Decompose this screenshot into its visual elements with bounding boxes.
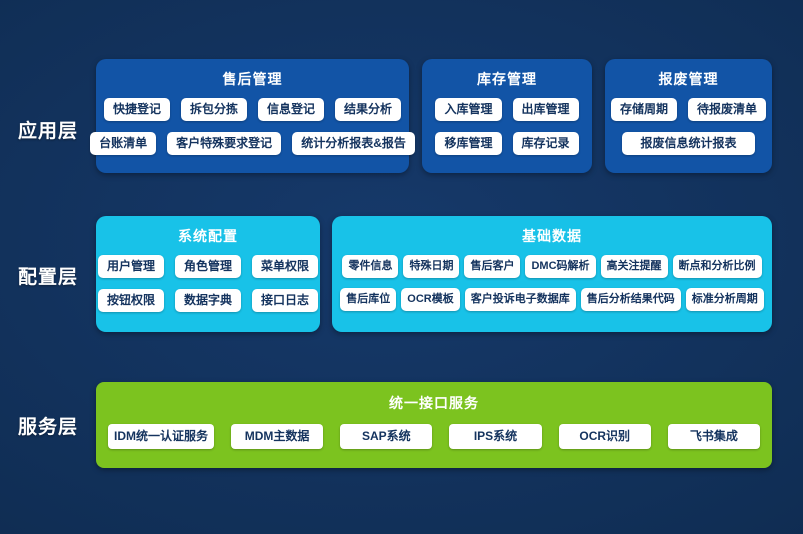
- chip-row: 入库管理 出库管理: [432, 98, 582, 121]
- chip-row: 存储周期 待报废清单: [610, 98, 767, 121]
- module-chip: IDM统一认证服务: [108, 424, 214, 449]
- module-chip: MDM主数据: [231, 424, 324, 449]
- module-chip: 按钮权限: [97, 289, 164, 312]
- module-chip: DMC码解析: [525, 255, 596, 278]
- panel-system-configuration: 系统配置 用户管理 角色管理 菜单权限 按钮权限 数据字典 接口日志: [96, 216, 320, 332]
- chip-row: IDM统一认证服务 MDM主数据 SAP系统 IPS系统 OCR识别 飞书集成: [108, 424, 761, 449]
- layer-label-configuration: 配置层: [17, 267, 78, 288]
- panel-title: 报废管理: [658, 71, 719, 87]
- module-chip: 特殊日期: [403, 255, 460, 278]
- service-layer-row: 统一接口服务 IDM统一认证服务 MDM主数据 SAP系统 IPS系统 OCR识…: [96, 382, 772, 468]
- module-chip: 飞书集成: [667, 424, 761, 449]
- chip-row: 台账清单 客户特殊要求登记 统计分析报表&报告: [90, 132, 415, 155]
- chip-row: 用户管理 角色管理 菜单权限: [97, 255, 319, 278]
- layer-label-application: 应用层: [17, 121, 78, 142]
- module-chip: 菜单权限: [252, 255, 319, 278]
- module-chip: 接口日志: [252, 289, 319, 312]
- module-chip: 断点和分析比例: [672, 255, 762, 278]
- module-chip: 售后客户: [464, 255, 521, 278]
- module-chip: 信息登记: [258, 98, 325, 121]
- module-chip: 出库管理: [512, 98, 579, 121]
- chip-row: 报废信息统计报表: [615, 132, 762, 155]
- module-chip: 零件信息: [342, 255, 399, 278]
- panel-scrap-management: 报废管理 存储周期 待报废清单 报废信息统计报表: [605, 59, 772, 173]
- chip-row: 移库管理 库存记录: [432, 132, 582, 155]
- panel-unified-interface-service: 统一接口服务 IDM统一认证服务 MDM主数据 SAP系统 IPS系统 OCR识…: [96, 382, 772, 468]
- module-chip: SAP系统: [340, 424, 433, 449]
- chip-row: 售后库位 OCR模板 客户投诉电子数据库 售后分析结果代码 标准分析周期: [338, 288, 766, 311]
- module-chip: 角色管理: [175, 255, 242, 278]
- module-chip: 库存记录: [512, 132, 579, 155]
- panel-title: 库存管理: [477, 71, 537, 87]
- module-chip: 入库管理: [435, 98, 502, 121]
- module-chip: 高关注提醒: [600, 255, 668, 278]
- module-chip: 用户管理: [97, 255, 164, 278]
- module-chip: OCR模板: [401, 288, 460, 311]
- module-chip: IPS系统: [449, 424, 542, 449]
- chip-row: 按钮权限 数据字典 接口日志: [97, 289, 319, 312]
- panel-title: 基础数据: [522, 228, 582, 244]
- panel-title: 统一接口服务: [389, 395, 479, 411]
- module-chip: 客户特殊要求登记: [167, 132, 282, 155]
- module-chip: 台账清单: [90, 132, 157, 155]
- panel-title: 售后管理: [222, 71, 283, 87]
- module-chip: 数据字典: [175, 289, 242, 312]
- module-chip: 存储周期: [610, 98, 677, 121]
- panel-title: 系统配置: [178, 228, 238, 244]
- module-chip: 快捷登记: [103, 98, 170, 121]
- panel-after-sales-management: 售后管理 快捷登记 拆包分拣 信息登记 结果分析 台账清单 客户特殊要求登记 统…: [90, 59, 415, 173]
- configuration-layer-row: 系统配置 用户管理 角色管理 菜单权限 按钮权限 数据字典 接口日志 基础数据 …: [96, 216, 772, 332]
- module-chip: 售后分析结果代码: [580, 288, 681, 311]
- module-chip: 报废信息统计报表: [622, 132, 755, 155]
- module-chip: 待报废清单: [688, 98, 767, 121]
- module-chip: 客户投诉电子数据库: [464, 288, 576, 311]
- module-chip: 标准分析周期: [685, 288, 764, 311]
- layer-label-service: 服务层: [17, 417, 78, 438]
- application-layer-row: 售后管理 快捷登记 拆包分拣 信息登记 结果分析 台账清单 客户特殊要求登记 统…: [90, 59, 772, 173]
- module-chip: 移库管理: [435, 132, 502, 155]
- panel-inventory-management: 库存管理 入库管理 出库管理 移库管理 库存记录: [422, 59, 592, 173]
- module-chip: 售后库位: [340, 288, 397, 311]
- module-chip: 统计分析报表&报告: [292, 132, 415, 155]
- panel-basic-data: 基础数据 零件信息 特殊日期 售后客户 DMC码解析 高关注提醒 断点和分析比例…: [332, 216, 772, 332]
- chip-row: 快捷登记 拆包分拣 信息登记 结果分析: [103, 98, 402, 121]
- chip-row: 零件信息 特殊日期 售后客户 DMC码解析 高关注提醒 断点和分析比例: [338, 255, 766, 278]
- module-chip: 拆包分拣: [180, 98, 247, 121]
- module-chip: OCR识别: [558, 424, 651, 449]
- module-chip: 结果分析: [335, 98, 402, 121]
